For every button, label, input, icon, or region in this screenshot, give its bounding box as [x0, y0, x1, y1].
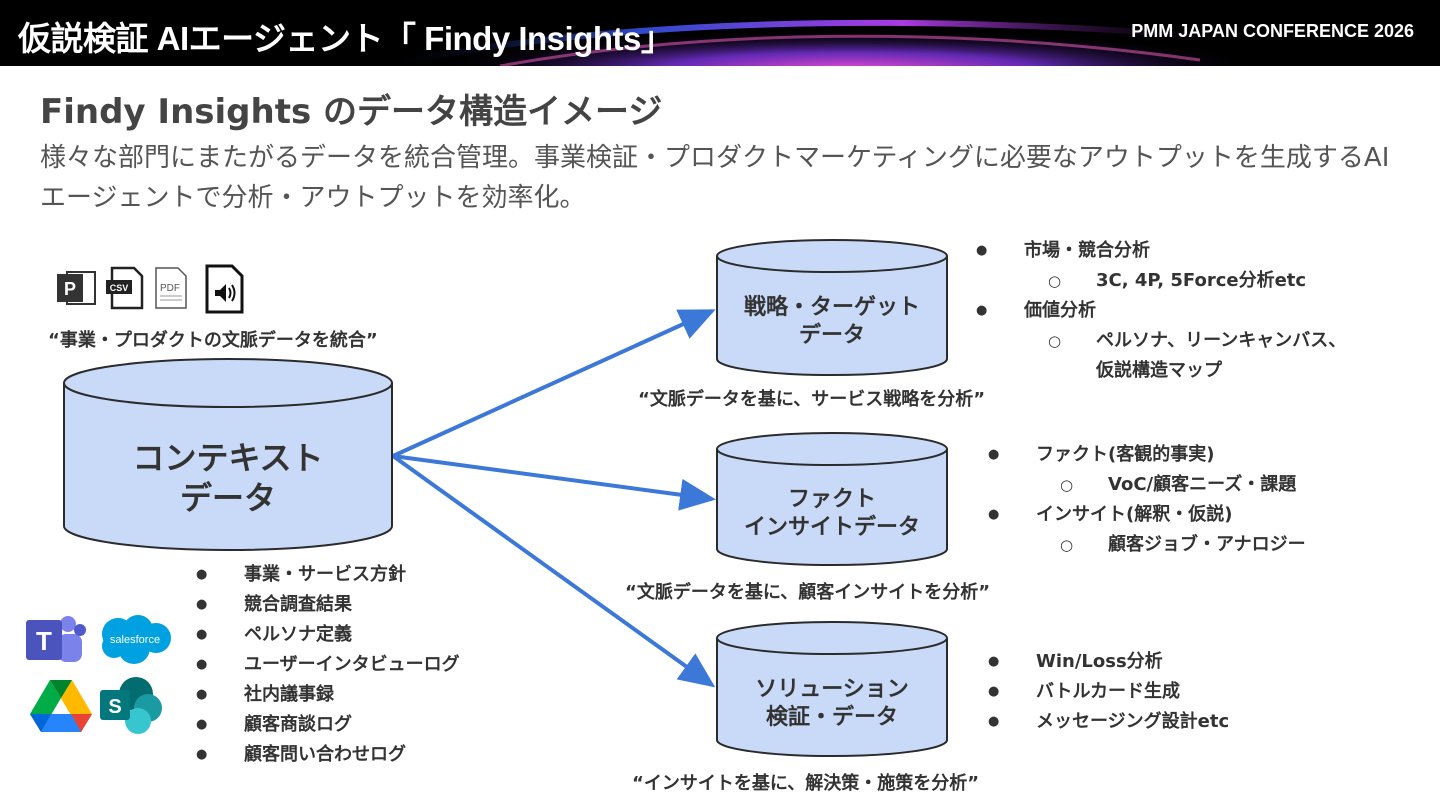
source-caption: “事業・プロダクトの文脈データを統合”	[48, 330, 378, 351]
teams-icon: T	[24, 612, 88, 668]
header-glow-decoration	[379, 19, 1268, 66]
solution-data-label: ソリューション 検証・データ	[717, 676, 947, 732]
context-data-label: コンテキスト データ	[64, 438, 392, 518]
page-title: Findy Insights のデータ構造イメージ	[40, 92, 663, 132]
context-data-item: ペルソナ定義	[196, 620, 460, 650]
audio-file-icon	[204, 264, 246, 314]
google-drive-icon	[30, 678, 92, 734]
strategy-data-label: 戦略・ターゲット データ	[717, 294, 947, 350]
salesforce-icon: salesforce	[96, 612, 174, 666]
context-data-item: ユーザーインタビューログ	[196, 650, 460, 680]
header-bar: 仮説検証 AIエージェント「 Findy Insights」 PMM JAPAN…	[0, 0, 1440, 66]
strategy-data-cylinder	[716, 239, 948, 376]
bullet-item: VoC/顧客ニーズ・課題	[988, 470, 1306, 500]
csv-file-icon: CSV	[104, 266, 144, 310]
context-data-item: 顧客商談ログ	[196, 710, 460, 740]
arrow-to-fact	[392, 454, 716, 511]
csv-icon-label: CSV	[110, 283, 129, 293]
arrow-to-strategy	[392, 309, 716, 458]
bullet-item: 仮説構造マップ	[1096, 360, 1222, 381]
strategy-data-label-text: 戦略・ターゲット データ	[743, 295, 920, 348]
bullet-item: Win/Loss分析	[988, 647, 1229, 677]
arrow-to-solution	[391, 454, 716, 688]
bullet-item: 市場・競合分析	[976, 236, 1346, 266]
bullet-item: 価値分析	[976, 296, 1346, 326]
solution-caption: “インサイトを基に、解決策・施策を分析”	[632, 773, 980, 794]
header-title: 仮説検証 AIエージェント「 Findy Insights」	[18, 20, 674, 57]
context-data-label-text: コンテキスト データ	[132, 439, 324, 517]
conference-name: PMM JAPAN CONFERENCE 2026	[1131, 21, 1414, 41]
bullet-item: 3C, 4P, 5Force分析etc	[976, 266, 1346, 296]
context-data-cylinder	[63, 358, 393, 551]
strategy-bullet-list: 市場・競合分析3C, 4P, 5Force分析etc価値分析ペルソナ、リーンキャ…	[976, 236, 1346, 386]
bullet-item: ペルソナ、リーンキャンバス、	[976, 326, 1346, 356]
context-data-item: 競合調査結果	[196, 590, 460, 620]
salesforce-icon-label: salesforce	[110, 634, 160, 646]
context-data-item: 事業・サービス方針	[196, 560, 460, 590]
solution-bullet-list: Win/Loss分析バトルカード生成メッセージング設計etc	[988, 647, 1229, 737]
bullet-item: インサイト(解釈・仮説)	[988, 500, 1306, 530]
bullet-item: 顧客ジョブ・アナロジー	[988, 530, 1306, 560]
context-data-item: 社内議事録	[196, 680, 460, 710]
bullet-item: バトルカード生成	[988, 677, 1229, 707]
bullet-item: メッセージング設計etc	[988, 707, 1229, 737]
context-data-item: 顧客問い合わせログ	[196, 740, 460, 770]
solution-data-label-text: ソリューション 検証・データ	[755, 677, 909, 730]
fact-insight-data-cylinder	[716, 432, 948, 566]
pdf-file-icon: PDF	[152, 266, 192, 310]
powerpoint-icon-letter: P	[64, 279, 76, 299]
context-data-item-list: 事業・サービス方針競合調査結果ペルソナ定義ユーザーインタビューログ社内議事録顧客…	[196, 560, 460, 770]
fact-insight-data-label-text: ファクト インサイトデータ	[743, 487, 920, 540]
sharepoint-icon: S	[100, 676, 164, 736]
powerpoint-file-icon: P	[57, 268, 97, 308]
fact-insight-bullet-list: ファクト(客観的事実)VoC/顧客ニーズ・課題インサイト(解釈・仮説)顧客ジョブ…	[988, 440, 1306, 560]
pdf-icon-label: PDF	[160, 283, 180, 294]
bullet-item: ファクト(客観的事実)	[988, 440, 1306, 470]
sharepoint-icon-letter: S	[108, 696, 121, 718]
page-subtitle: 様々な部門にまたがるデータを統合管理。事業検証・プロダクトマーケティングに必要な…	[40, 143, 1390, 213]
teams-icon-letter: T	[36, 626, 52, 656]
solution-data-cylinder	[716, 621, 948, 757]
strategy-caption: “文脈データを基に、サービス戦略を分析”	[638, 389, 986, 410]
fact-insight-data-label: ファクト インサイトデータ	[717, 486, 947, 542]
fact-insight-caption: “文脈データを基に、顧客インサイトを分析”	[625, 582, 991, 603]
